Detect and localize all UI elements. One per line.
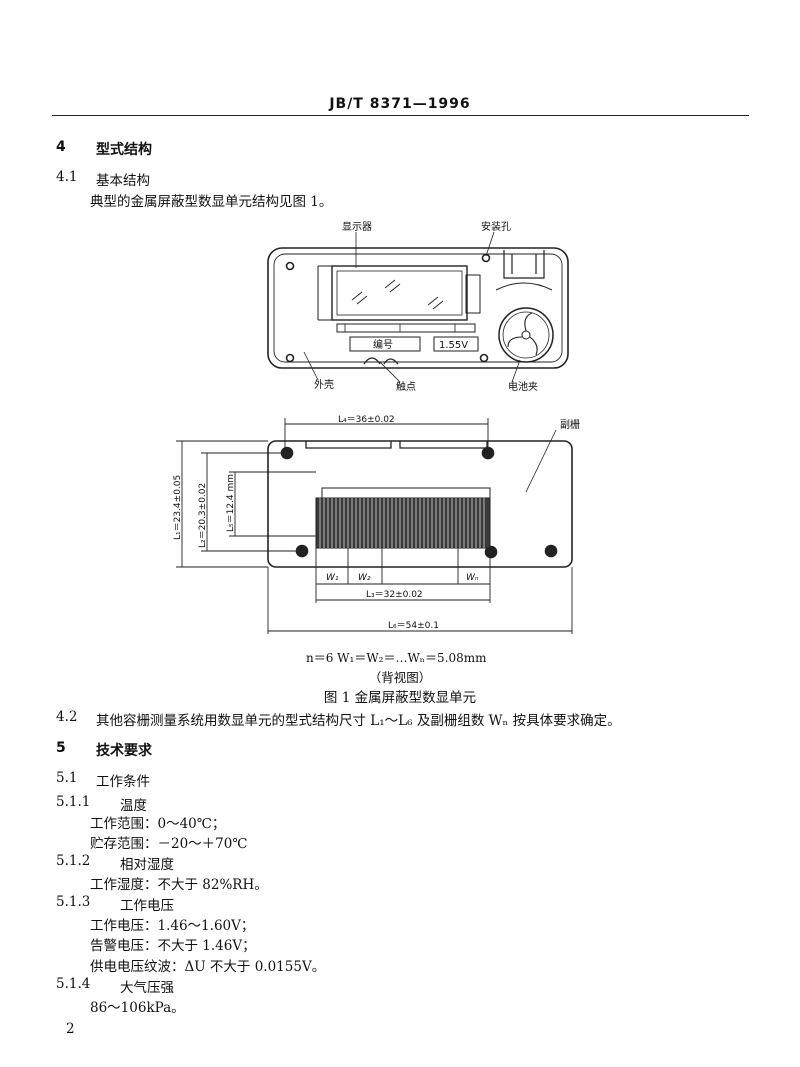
section-5-1-2-title: 相对湿度 [120, 857, 174, 873]
section-5-1-title: 工作条件 [96, 774, 150, 790]
sub-grating-pattern [315, 497, 491, 549]
section-5-1-3-number: 5.1.3 [56, 894, 91, 910]
dim-l3: L₃＝32±0.02 [366, 590, 423, 600]
display-label: 显示器 [342, 221, 372, 233]
sub-grating-label: 副栅 [560, 418, 580, 431]
display-window [331, 265, 468, 321]
pressure-line: 86～106kPa。 [90, 1000, 185, 1016]
humidity-line: 工作湿度：不大于 82%RH。 [90, 877, 268, 893]
section-4-2-text: 其他容栅测量系统用数显单元的型式结构尺寸 L₁～L₆ 及副栅组数 Wₙ 按具体要… [96, 713, 621, 729]
mount-hole [544, 544, 558, 558]
dimension-lines [176, 418, 573, 634]
header-rule [52, 115, 749, 116]
mount-hole [285, 261, 295, 271]
figure-view-note: （背视图） [368, 670, 432, 685]
mount-hole [484, 545, 498, 559]
serial-label: 编号 [373, 338, 393, 351]
pcb-outline [267, 440, 573, 568]
section-4-number: 4 [56, 139, 66, 155]
mount-hole [481, 253, 491, 263]
dim-l4: L₄＝36±0.02 [338, 415, 395, 425]
section-5-1-4-number: 5.1.4 [56, 976, 91, 992]
figure-caption: 图 1 金属屏蔽型数显单元 [323, 690, 477, 706]
figure-1: 显示器 安装孔 编号 1.55V 外壳 触点 电池夹 副栅 L₄＝36±0.02… [173, 220, 580, 634]
section-5-number: 5 [56, 740, 66, 756]
dim-wn: Wₙ [466, 573, 479, 583]
section-5-1-3-title: 工作电压 [120, 898, 174, 914]
working-voltage-line: 工作电压：1.46～1.60V； [90, 918, 255, 934]
dim-l5: L₅＝12.4 mm [226, 474, 236, 532]
ripple-line: 供电电压纹波：ΔU 不大于 0.0155V。 [90, 959, 326, 975]
contact-label: 触点 [396, 380, 416, 393]
dim-w2: W₂ [358, 573, 371, 583]
back-view [267, 429, 573, 568]
voltage-label: 1.55V [439, 340, 468, 351]
figure-formula: n＝6 W₁＝W₂＝…Wₙ＝5.08mm [306, 651, 487, 665]
page-number: 2 [66, 1021, 75, 1037]
section-5-1-1-title: 温度 [120, 798, 147, 814]
mount-hole [481, 446, 495, 460]
section-5-title: 技术要求 [96, 743, 152, 759]
dim-l1: L₁＝23.4±0.05 [173, 475, 183, 540]
dim-l6: L₆＝54±0.1 [388, 621, 439, 631]
mount-hole [285, 353, 295, 363]
mount-hole-label: 安装孔 [481, 220, 511, 233]
mount-hole [295, 544, 309, 558]
mount-hole [479, 353, 489, 363]
temp-storage-range: 贮存范围：－20～＋70℃ [90, 836, 248, 852]
shell-outline [267, 247, 569, 369]
section-5-1-2-number: 5.1.2 [56, 853, 91, 869]
alarm-voltage-line: 告警电压：不大于 1.46V； [90, 938, 256, 954]
section-5-1-1-number: 5.1.1 [56, 794, 91, 810]
section-5-1-number: 5.1 [56, 770, 78, 786]
section-4-title: 型式结构 [96, 142, 152, 158]
voltage-box [433, 336, 479, 352]
section-4-2-number: 4.2 [56, 709, 78, 725]
dim-l2: L₂＝20.3±0.02 [198, 483, 208, 548]
dim-w1: W₁ [326, 573, 339, 583]
front-view [267, 231, 569, 383]
serial-box [349, 336, 421, 352]
battery [498, 307, 554, 363]
section-5-1-4-title: 大气压强 [120, 980, 174, 996]
standard-number: JB/T 8371—1996 [329, 96, 471, 112]
battery-clip-label: 电池夹 [508, 380, 538, 393]
section-4-1-title: 基本结构 [96, 173, 150, 189]
temp-working-range: 工作范围：0～40℃； [90, 816, 226, 832]
section-4-1-text: 典型的金属屏蔽型数显单元结构见图 1。 [90, 194, 333, 210]
shell-label: 外壳 [314, 378, 334, 391]
section-4-1-number: 4.1 [56, 169, 78, 185]
